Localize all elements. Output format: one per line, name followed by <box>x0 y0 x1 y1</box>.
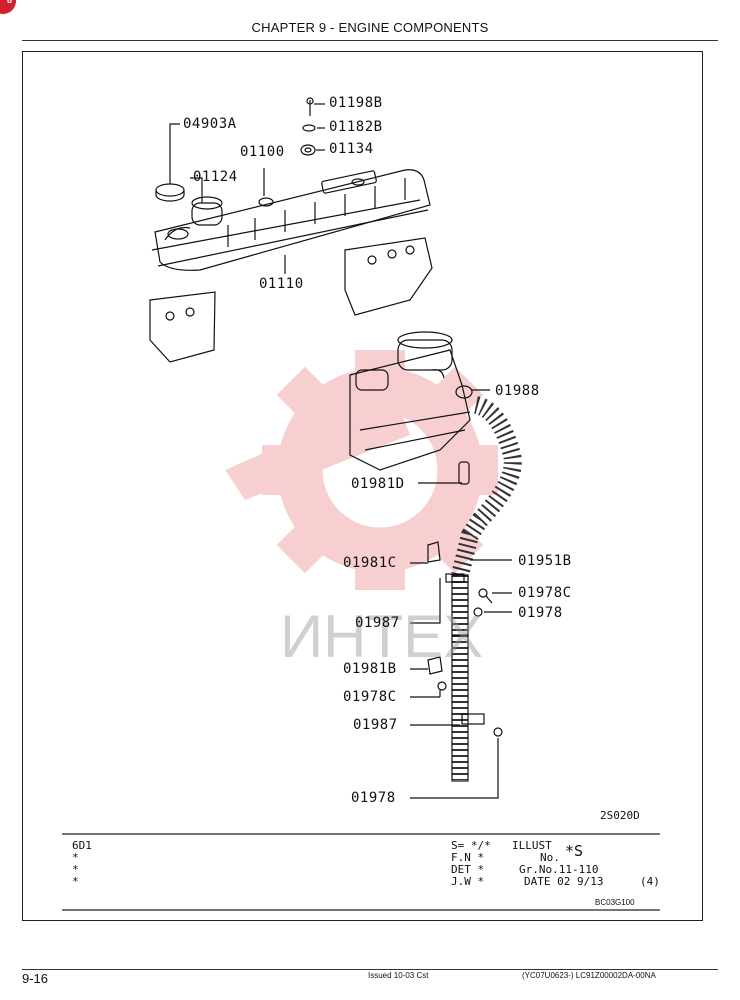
info-no: No. <box>540 851 560 864</box>
info-illust: ILLUST <box>512 839 552 852</box>
part-label: 01124 <box>193 169 238 185</box>
part-label: 01978C <box>518 585 572 601</box>
part-label: 01978 <box>518 605 563 621</box>
part-label: 01981D <box>351 476 405 492</box>
footer-reference: (YC07U0623-) LC91Z00002DA-00NA <box>522 971 656 980</box>
chapter-title: CHAPTER 9 - ENGINE COMPONENTS <box>251 20 489 35</box>
page-number: 9-16 <box>22 971 49 986</box>
info-fn: F.N * <box>451 851 485 864</box>
part-label: 01110 <box>259 276 304 292</box>
info-star: * <box>72 875 79 888</box>
part-label: 01978 <box>351 790 396 806</box>
part-label: 01987 <box>355 615 400 631</box>
figure-code: 2S020D <box>600 809 640 822</box>
part-label: 01134 <box>329 141 374 157</box>
info-star: * <box>72 851 79 864</box>
info-no-value: *S <box>565 842 584 860</box>
diagram-frame <box>22 51 703 921</box>
footer-issued: Issued 10-03 Cst <box>368 971 429 980</box>
part-label: 01981B <box>343 661 397 677</box>
info-gr-no: Gr.No.11-110 <box>519 863 599 876</box>
info-det: DET * <box>451 863 485 876</box>
part-label: 01182B <box>329 119 383 135</box>
header-divider <box>22 40 718 41</box>
info-jw: J.W * <box>451 875 485 888</box>
footer-divider <box>22 969 718 970</box>
part-label: 04903A <box>183 116 237 132</box>
part-label: 01198B <box>329 95 383 111</box>
part-label: 01100 <box>240 144 285 160</box>
watermark-text: ИНТЕХ <box>280 603 483 670</box>
info-s-line: S= */* <box>451 839 491 852</box>
watermark-gear <box>225 350 498 590</box>
info-star: * <box>72 863 79 876</box>
model-code: 6D1 <box>72 839 92 852</box>
info-date: DATE 02 9/13 <box>524 875 604 888</box>
info-code: BC03G100 <box>595 898 635 907</box>
info-sheet: (4) <box>640 875 660 888</box>
part-label: 01978C <box>343 689 397 705</box>
part-label: 01951B <box>518 553 572 569</box>
part-label: 01987 <box>353 717 398 733</box>
part-label: 01988 <box>495 383 540 399</box>
part-label: 01981C <box>343 555 397 571</box>
